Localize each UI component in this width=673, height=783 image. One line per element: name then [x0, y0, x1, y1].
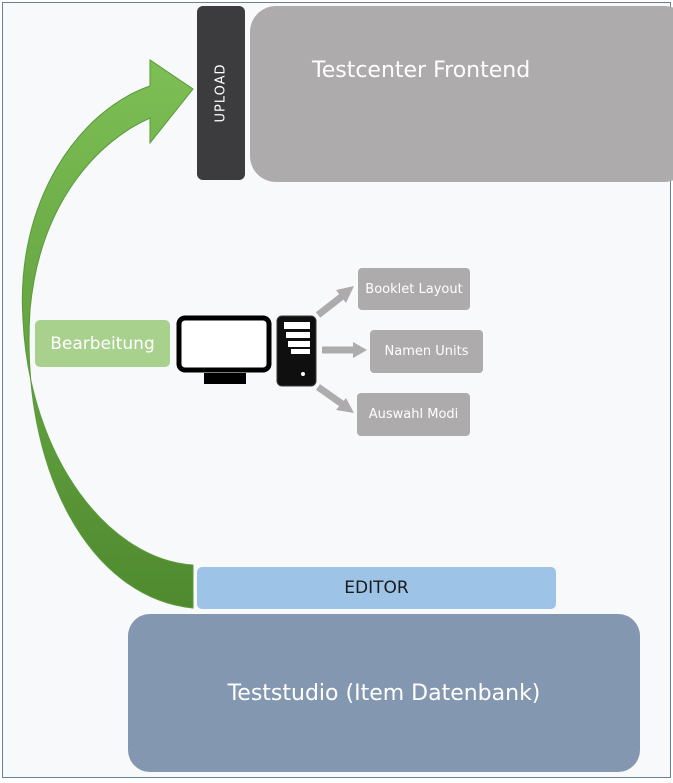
upload-bar: UPLOAD — [197, 6, 245, 180]
editor-label: EDITOR — [344, 578, 409, 598]
upload-flow-arrow — [21, 59, 194, 609]
frontend-title: Testcenter Frontend — [312, 58, 531, 83]
teststudio-box: Teststudio (Item Datenbank) — [128, 614, 640, 772]
editor-bar: EDITOR — [197, 567, 556, 609]
monitor-icon — [176, 315, 272, 384]
upload-label: UPLOAD — [213, 63, 229, 123]
option-booklet-layout: Booklet Layout — [358, 268, 470, 310]
bearbeitung-label-box: Bearbeitung — [35, 320, 170, 367]
option-auswahl-modi: Auswahl Modi — [357, 393, 470, 436]
option-label: Auswahl Modi — [368, 407, 459, 422]
bearbeitung-label: Bearbeitung — [50, 333, 155, 354]
option-label: Booklet Layout — [365, 281, 463, 297]
testcenter-frontend-box: Testcenter Frontend — [250, 6, 673, 182]
option-arrows — [315, 286, 367, 413]
server-tower-icon — [276, 315, 317, 387]
studio-title: Teststudio (Item Datenbank) — [227, 680, 541, 706]
option-namen-units: Namen Units — [370, 330, 483, 373]
option-label: Namen Units — [384, 344, 469, 359]
